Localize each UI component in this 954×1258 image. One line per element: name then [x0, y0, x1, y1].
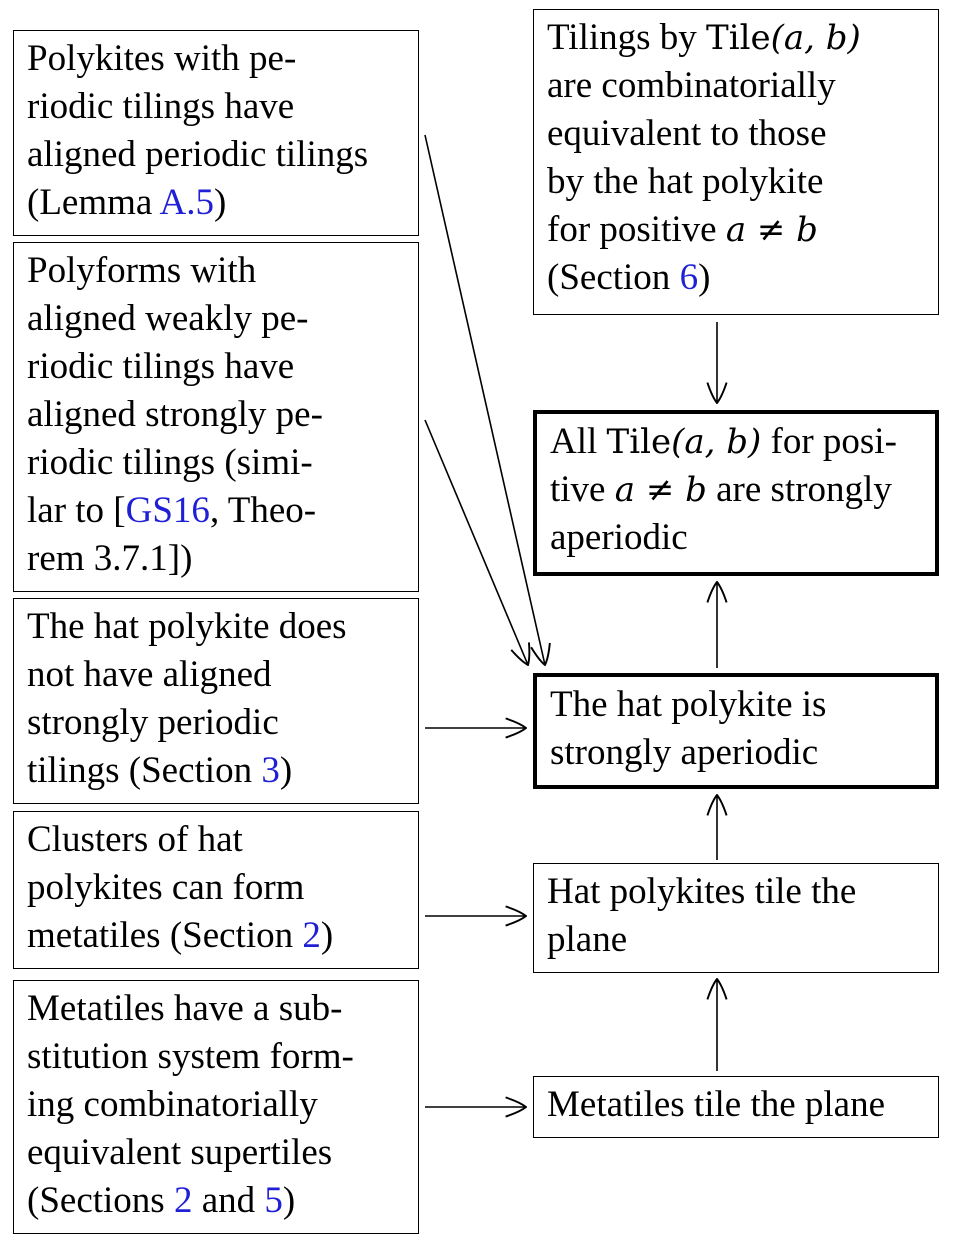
box-line: aperiodic	[550, 517, 688, 558]
box-line: ing combinatorially	[27, 1084, 318, 1125]
box-line: (Sections 2 and 5)	[27, 1177, 405, 1225]
box-line: tilings (Section 3)	[27, 747, 405, 795]
box-line: Clusters of hat	[27, 819, 243, 860]
reference-link[interactable]: 5	[264, 1180, 283, 1221]
text: metatiles (Section	[27, 915, 303, 956]
text: All	[550, 421, 607, 462]
math-args: (a, b)	[671, 422, 762, 462]
text: are strongly	[706, 469, 892, 510]
box-line: Metatiles tile the plane	[547, 1084, 886, 1125]
math-expression: a ≠ b	[614, 470, 707, 510]
box-line: Metatiles have a sub-	[27, 988, 343, 1029]
box-line: equivalent to those	[547, 113, 827, 154]
box-line: strongly aperiodic	[550, 732, 819, 773]
reference-link[interactable]: 3	[261, 750, 280, 791]
box-line: aligned weakly pe-	[27, 298, 309, 339]
box-line: stitution system form-	[27, 1036, 354, 1077]
box-line: The hat polykite does	[27, 606, 347, 647]
text: )	[320, 915, 334, 956]
text: for posi-	[761, 421, 897, 462]
box-line: rem 3.7.1])	[27, 538, 193, 579]
box-line: plane	[547, 919, 628, 960]
reference-link[interactable]: 2	[173, 1180, 193, 1221]
box-line: riodic tilings have	[27, 86, 295, 127]
text: tive	[550, 469, 615, 510]
text: tilings (Section	[27, 750, 262, 791]
box-line: strongly periodic	[27, 702, 279, 743]
box-line: not have aligned	[27, 654, 272, 695]
reference-link[interactable]: 6	[679, 257, 699, 298]
box-line: tive a ≠ b are strongly	[550, 466, 922, 514]
box-line: The hat polykite is	[550, 684, 827, 725]
math-function: Tile	[606, 422, 672, 462]
box-line: All Tile(a, b) for posi-	[550, 418, 922, 466]
lemma-box-clusters-metatiles: Clusters of hat polykites can form metat…	[13, 811, 419, 969]
result-box-metatiles-tile-plane: Metatiles tile the plane	[533, 1076, 939, 1138]
math-expression: a ≠ b	[725, 210, 818, 250]
text: lar to [	[27, 490, 126, 531]
text: )	[282, 1180, 296, 1221]
box-line: (Lemma A.5)	[27, 179, 405, 227]
box-line: Tilings by Tile(a, b)	[547, 14, 925, 62]
text: (Section	[547, 257, 680, 298]
box-line: riodic tilings (simi-	[27, 442, 313, 483]
box-line: for positive a ≠ b	[547, 206, 925, 254]
result-box-hat-tiles-plane: Hat polykites tile the plane	[533, 863, 939, 973]
box-line: aligned periodic tilings	[27, 134, 369, 175]
arrow-lemma-a5-to-hat	[424, 134, 545, 665]
reference-link[interactable]: 2	[302, 915, 321, 956]
box-line: aligned strongly pe-	[27, 394, 323, 435]
lemma-box-substitution-system: Metatiles have a sub- stitution system f…	[13, 980, 419, 1234]
box-line: riodic tilings have	[27, 346, 295, 387]
box-line: equivalent supertiles	[27, 1132, 333, 1173]
result-box-tile-family-aperiodic: All Tile(a, b) for posi- tive a ≠ b are …	[533, 410, 939, 576]
lemma-box-polyforms-weakly-periodic: Polyforms with aligned weakly pe- riodic…	[13, 242, 419, 592]
text: , Theo-	[209, 490, 317, 531]
text: Tilings by	[547, 17, 707, 58]
box-line: polykites can form	[27, 867, 305, 908]
lemma-box-polykites-periodic: Polykites with pe- riodic tilings have a…	[13, 30, 419, 236]
text: (Lemma	[27, 182, 160, 223]
box-line: metatiles (Section 2)	[27, 912, 405, 960]
text: (Sections	[27, 1180, 174, 1221]
text: )	[214, 182, 227, 223]
box-line: Polykites with pe-	[27, 38, 297, 79]
box-line: Hat polykites tile the	[547, 871, 857, 912]
text: for positive	[547, 209, 726, 250]
lemma-box-hat-not-periodic: The hat polykite does not have aligned s…	[13, 598, 419, 804]
box-line: Polyforms with	[27, 250, 257, 291]
box-line: lar to [GS16, Theo-	[27, 487, 405, 535]
text: )	[698, 257, 711, 298]
reference-link[interactable]: A.5	[159, 182, 215, 223]
text: )	[279, 750, 293, 791]
result-box-hat-aperiodic: The hat polykite is strongly aperiodic	[533, 673, 939, 789]
box-line: (Section 6)	[547, 254, 925, 302]
box-line: are combinatorially	[547, 65, 836, 106]
box-line: by the hat polykite	[547, 161, 824, 202]
text: and	[192, 1180, 265, 1221]
math-args: (a, b)	[770, 18, 861, 58]
math-function: Tile	[706, 18, 771, 58]
result-box-tile-equivalence: Tilings by Tile(a, b) are combinatoriall…	[533, 9, 939, 315]
arrow-polyforms-to-hat	[424, 419, 528, 665]
reference-link[interactable]: GS16	[125, 490, 210, 531]
